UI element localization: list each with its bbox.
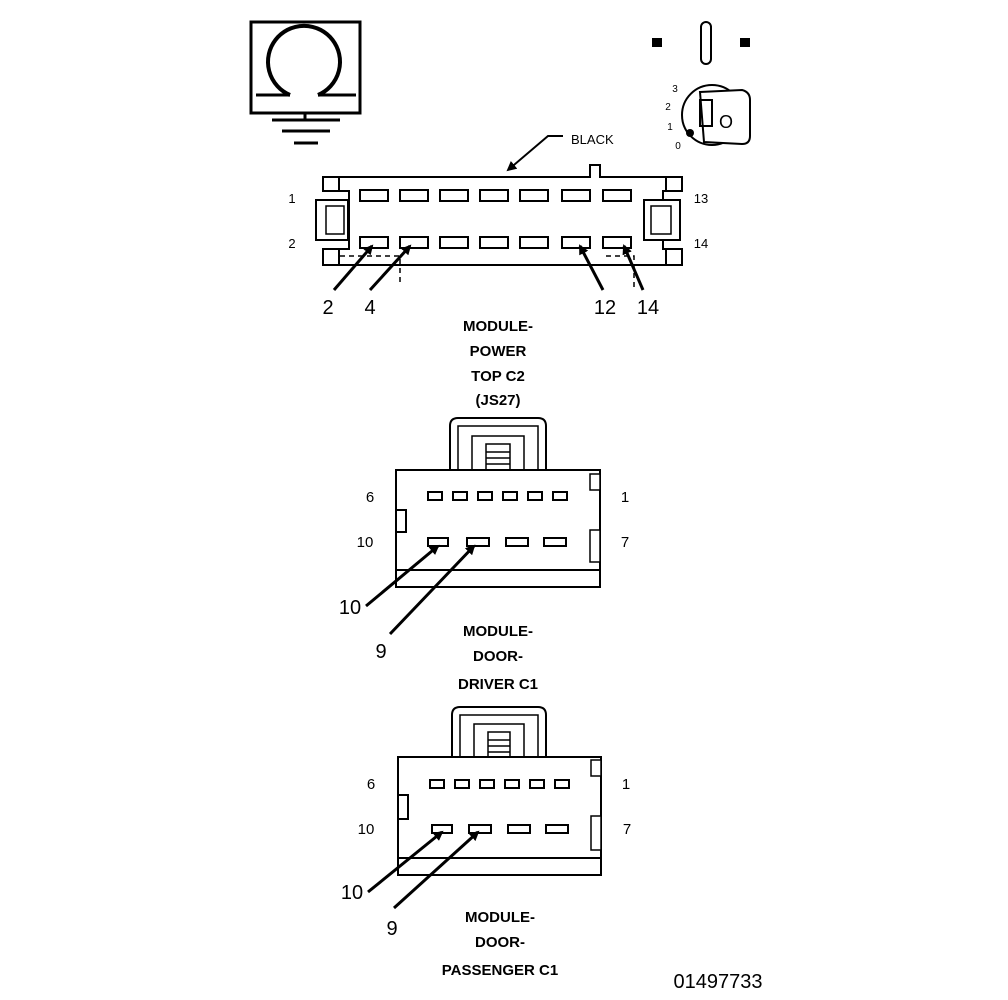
row-label-13: 13 — [694, 191, 708, 206]
connector-door-driver-c1: 6 1 10 7 10 9 MODULE- DOOR- DRIVER C1 — [339, 417, 629, 693]
row-label-6: 6 — [367, 776, 375, 793]
connector-color-label: BLACK — [571, 132, 614, 147]
callout-pin-10: 10 — [339, 597, 361, 619]
row-label-1: 1 — [622, 776, 630, 793]
callout-pin-9: 9 — [386, 918, 397, 940]
row-label-10: 10 — [358, 821, 375, 838]
caption-line-1: MODULE- — [463, 318, 533, 335]
row-label-1: 1 — [288, 191, 295, 206]
row-label-1: 1 — [621, 489, 629, 506]
callout-pin-9: 9 — [375, 641, 386, 663]
callout-pin-10: 10 — [341, 882, 363, 904]
callout-pin-4: 4 — [364, 297, 375, 319]
caption-line-2: DOOR- — [473, 648, 523, 665]
row-label-7: 7 — [623, 821, 631, 838]
caption-line-3: PASSENGER C1 — [442, 962, 558, 979]
caption-line-3: TOP C2 — [471, 368, 525, 385]
ignition-position-3: 3 — [672, 84, 678, 95]
row-label-6: 6 — [366, 489, 374, 506]
caption-line-1: MODULE- — [465, 909, 535, 926]
caption-line-2: DOOR- — [475, 934, 525, 951]
callout-pin-14: 14 — [637, 297, 659, 319]
row-label-2: 2 — [288, 236, 295, 251]
ignition-switch-icon: O 3 2 1 0 — [652, 21, 751, 152]
ignition-position-2: 2 — [665, 102, 671, 113]
ignition-position-0: 0 — [675, 141, 681, 152]
row-label-14: 14 — [694, 236, 708, 251]
caption-line-4: (JS27) — [475, 392, 520, 409]
key-label: O — [719, 112, 733, 132]
callout-pin-12: 12 — [594, 297, 616, 319]
caption-line-2: POWER — [470, 343, 527, 360]
ground-symbol-icon — [249, 20, 362, 145]
figure-code: 01497733 — [674, 971, 763, 993]
caption-line-1: MODULE- — [463, 623, 533, 640]
connector-door-passenger-c1: 6 1 10 7 10 9 MODULE- DOOR- PASSENGER C1 — [341, 706, 631, 979]
ignition-position-1: 1 — [667, 122, 673, 133]
row-label-10: 10 — [357, 534, 374, 551]
caption-line-3: DRIVER C1 — [458, 676, 538, 693]
connector-power-top-c2: BLACK 1 2 13 14 — [288, 132, 708, 409]
callout-pin-2: 2 — [322, 297, 333, 319]
row-label-7: 7 — [621, 534, 629, 551]
